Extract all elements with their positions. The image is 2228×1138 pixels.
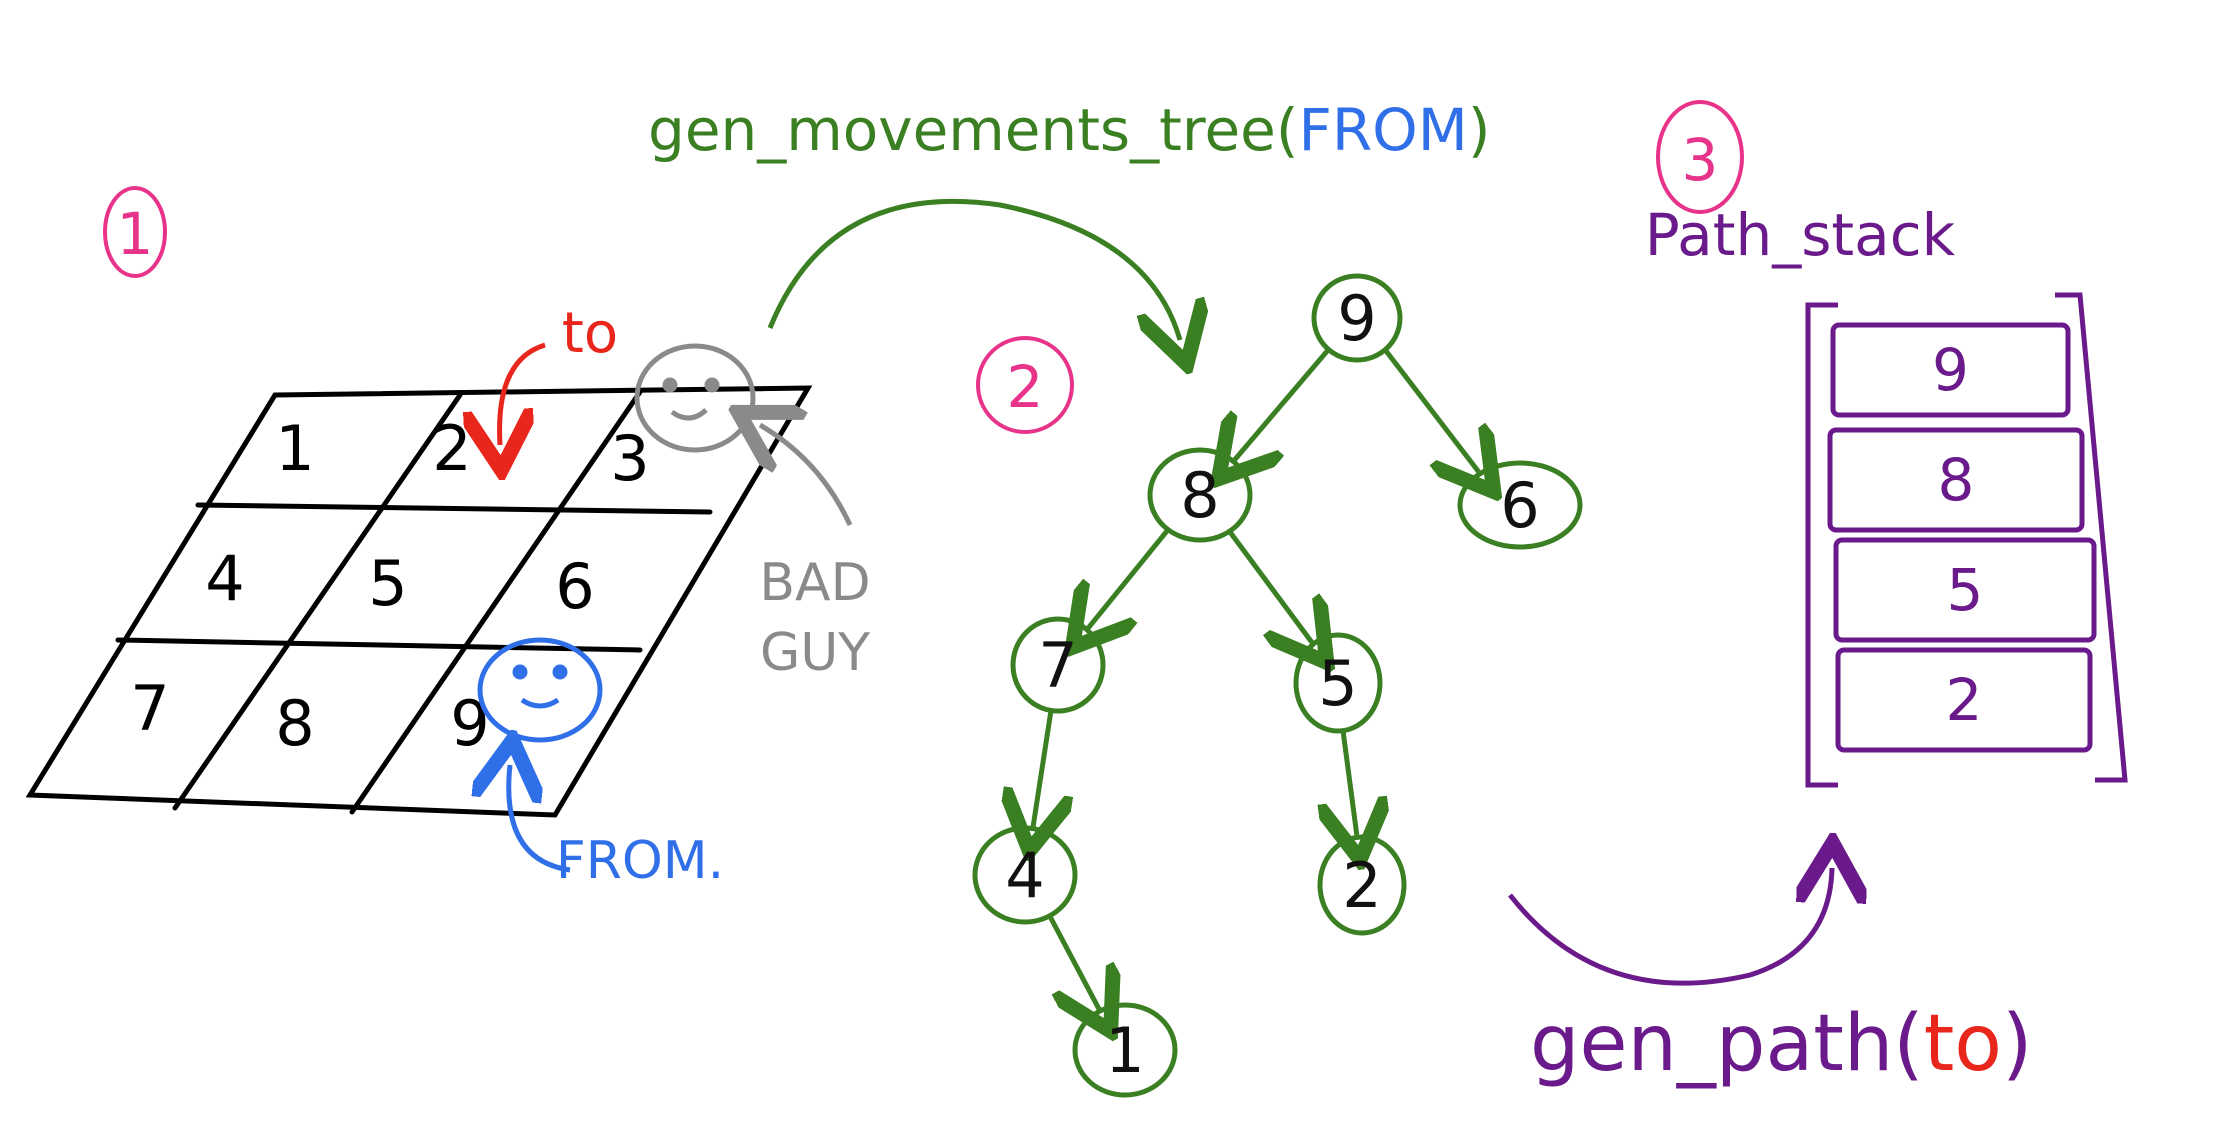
- tree-function-label: gen_movements_tree(FROM): [648, 96, 1490, 164]
- tree-function-arg: FROM: [1298, 96, 1467, 164]
- cell-2: 2: [432, 412, 471, 485]
- tree-edge-n9-n6: [1381, 346, 1479, 472]
- tree-node-6: 6: [1457, 460, 1583, 550]
- tree-node-circle: [1147, 447, 1253, 543]
- tree-edge-n5-n2: [1343, 727, 1357, 835]
- cell-9: 9: [450, 687, 489, 760]
- cell-6: 6: [555, 550, 594, 623]
- tree-node-1: 1: [1072, 1002, 1178, 1098]
- tree-node-circle: [972, 825, 1078, 925]
- cell-1: 1: [275, 412, 314, 485]
- tree-node-label: 7: [1038, 629, 1077, 702]
- tree-node-label: 4: [1005, 839, 1044, 912]
- player-face-icon: [477, 637, 603, 743]
- path-function-name: gen_path(: [1530, 999, 1924, 1089]
- tree-node-5: 5: [1293, 632, 1383, 734]
- stack-item-label: 8: [1938, 446, 1975, 514]
- tree-node-label: 1: [1105, 1014, 1144, 1087]
- tree-node-circle: [1293, 632, 1383, 734]
- to-arrow: [500, 342, 546, 445]
- tree-node-circle: [1311, 273, 1403, 363]
- tree-node-circle: [1457, 460, 1583, 550]
- stack-item-label: 2: [1946, 666, 1983, 734]
- board-col-line-2: [349, 389, 643, 815]
- cell-8: 8: [275, 687, 314, 760]
- step-1-label: 1: [117, 200, 154, 268]
- to-label: to: [562, 301, 618, 366]
- step-marker-2: 2: [976, 336, 1074, 434]
- tree-node-4: 4: [972, 825, 1078, 925]
- tree-edge-n4-n1: [1046, 912, 1099, 1009]
- from-label: FROM.: [556, 831, 724, 891]
- stack-item-5: 5: [1833, 537, 2097, 643]
- path-function-arrow: [1508, 868, 1832, 986]
- tree-node-label: 5: [1318, 647, 1357, 720]
- step-marker-1: 1: [103, 186, 167, 278]
- stack-bracket-right: [2055, 292, 2128, 783]
- tree-node-circle: [1010, 616, 1106, 714]
- board-cells: 1 2 3 4 5 6 7 8 9: [130, 412, 649, 760]
- stack-item-label: 9: [1932, 336, 1969, 404]
- tree-edge-n8-n5: [1226, 527, 1312, 642]
- from-arrow: [509, 765, 571, 873]
- tree-edge-n8-n7: [1088, 526, 1172, 628]
- stack-item-9: 9: [1830, 322, 2071, 418]
- tree-edge-n9-n8: [1235, 346, 1332, 460]
- tree-function-close: ): [1468, 96, 1491, 164]
- tree-function-arrow: [767, 198, 1180, 340]
- stack-bracket-left: [1805, 302, 1838, 788]
- board-row-line-1: [195, 502, 713, 515]
- board-outline: [25, 385, 813, 818]
- cell-4: 4: [205, 542, 244, 615]
- board-row-line-2: [115, 637, 643, 653]
- tree-node-circle: [1317, 834, 1407, 936]
- cell-5: 5: [368, 547, 407, 620]
- bad-guy-arrow: [760, 425, 853, 527]
- stack-item-box: [1835, 647, 2093, 753]
- tree-node-2: 2: [1317, 834, 1407, 936]
- tree-nodes: 9 8 6 7 5 4 2 1: [972, 273, 1583, 1098]
- bad-guy-label-line1: BAD: [759, 553, 870, 613]
- step-marker-3: 3: [1656, 100, 1744, 214]
- stack-title: Path_stack: [1645, 201, 1956, 269]
- stack-items: 9 8 5 2: [1827, 322, 2097, 753]
- path-function-label: gen_path(to): [1530, 999, 2032, 1089]
- board-col-line-1: [172, 392, 463, 811]
- tree-node-label: 2: [1342, 849, 1381, 922]
- tree-edge-n7-n4: [1033, 707, 1051, 826]
- tree-node-9: 9: [1311, 273, 1403, 363]
- stack-item-8: 8: [1827, 427, 2085, 533]
- step-3-label: 3: [1682, 126, 1719, 194]
- tree-node-circle: [1072, 1002, 1178, 1098]
- tree-function-name: gen_movements_tree(: [648, 96, 1298, 164]
- tree-node-7: 7: [1010, 616, 1106, 714]
- stack-item-2: 2: [1835, 647, 2093, 753]
- stack-item-box: [1830, 322, 2071, 418]
- path-function-close: ): [2002, 999, 2032, 1089]
- stack-item-box: [1833, 537, 2097, 643]
- game-board: [25, 385, 813, 818]
- tree-node-label: 6: [1500, 469, 1539, 542]
- bad-guy-label-line2: GUY: [760, 623, 870, 683]
- stack-item-label: 5: [1947, 556, 1984, 624]
- tree-node-label: 9: [1337, 282, 1376, 355]
- cell-3: 3: [610, 422, 649, 495]
- step-2-label: 2: [1007, 353, 1044, 421]
- tree-node-8: 8: [1147, 447, 1253, 543]
- bad-guy-face-icon: [634, 343, 756, 453]
- tree-node-label: 8: [1180, 459, 1219, 532]
- path-function-arg: to: [1924, 999, 2002, 1089]
- cell-7: 7: [130, 672, 169, 745]
- tree-edges: [1033, 346, 1479, 1009]
- stack-item-box: [1827, 427, 2085, 533]
